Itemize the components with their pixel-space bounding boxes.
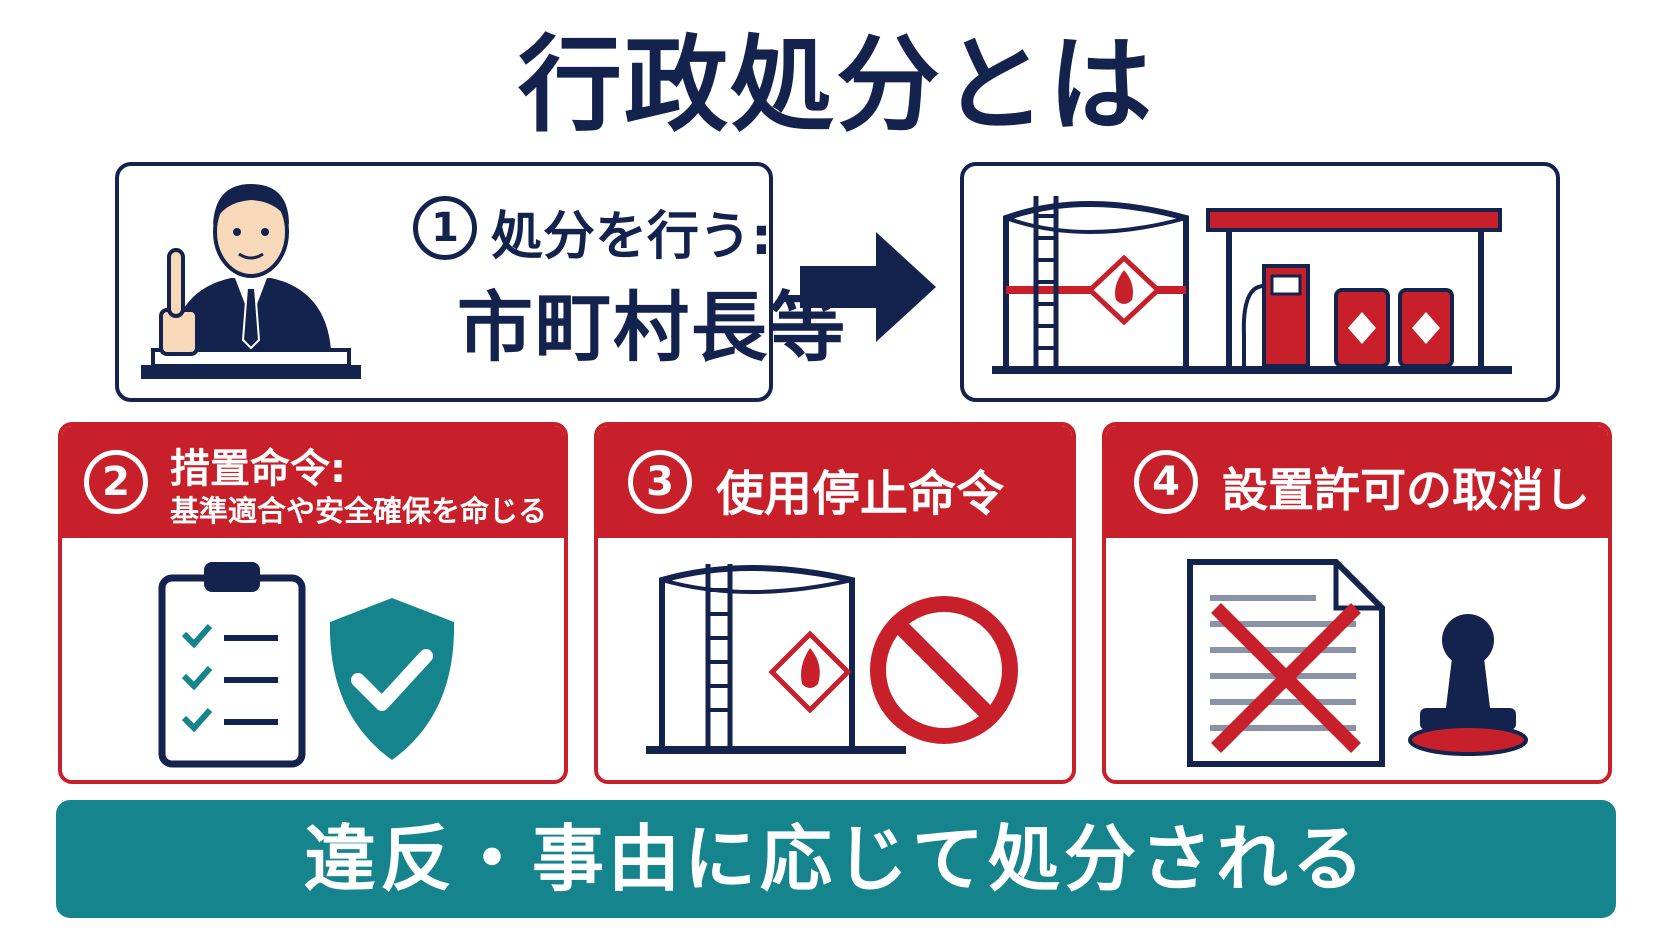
shield-check-icon (329, 598, 455, 760)
card-header: 4 設置許可の取消し (1106, 426, 1608, 538)
actor-box: 1 処分を行う: 市町村長等 (115, 162, 845, 402)
revoked-document-icon (1187, 559, 1385, 767)
stamp-icon (1408, 614, 1528, 756)
step1-label: 処分を行う: (491, 207, 772, 267)
step-number-badge: 3 (628, 450, 692, 514)
facility-box (960, 162, 1560, 402)
actor-name: 市町村長等 (457, 283, 847, 372)
page-title: 行政処分とは (517, 24, 1154, 146)
clipboard-checklist-icon (158, 562, 306, 768)
step-number-badge: 1 (413, 196, 477, 260)
card-measure-order: 2 措置命令: 基準適合や安全確保を命じる (58, 422, 568, 784)
tank-prohibited-icon (646, 564, 1018, 754)
step-number-badge: 2 (84, 450, 148, 514)
card-header: 3 使用停止命令 (598, 426, 1072, 538)
card-license-revocation: 4 設置許可の取消し (1102, 422, 1612, 784)
card-header: 2 措置命令: 基準適合や安全確保を命じる (62, 426, 564, 538)
step-number-badge: 4 (1134, 450, 1198, 514)
card-title: 設置許可の取消し (1222, 463, 1590, 517)
official-illustration (141, 184, 361, 379)
arrow-right-icon (800, 232, 936, 342)
card-title: 措置命令: (170, 446, 346, 492)
hazardous-facility-illustration (992, 196, 1512, 374)
card-title: 使用停止命令 (716, 466, 1005, 522)
summary-banner: 違反・事由に応じて処分される (56, 800, 1616, 918)
card-suspension-order: 3 使用停止命令 (594, 422, 1076, 784)
card-subtitle: 基準適合や安全確保を命じる (170, 494, 548, 528)
